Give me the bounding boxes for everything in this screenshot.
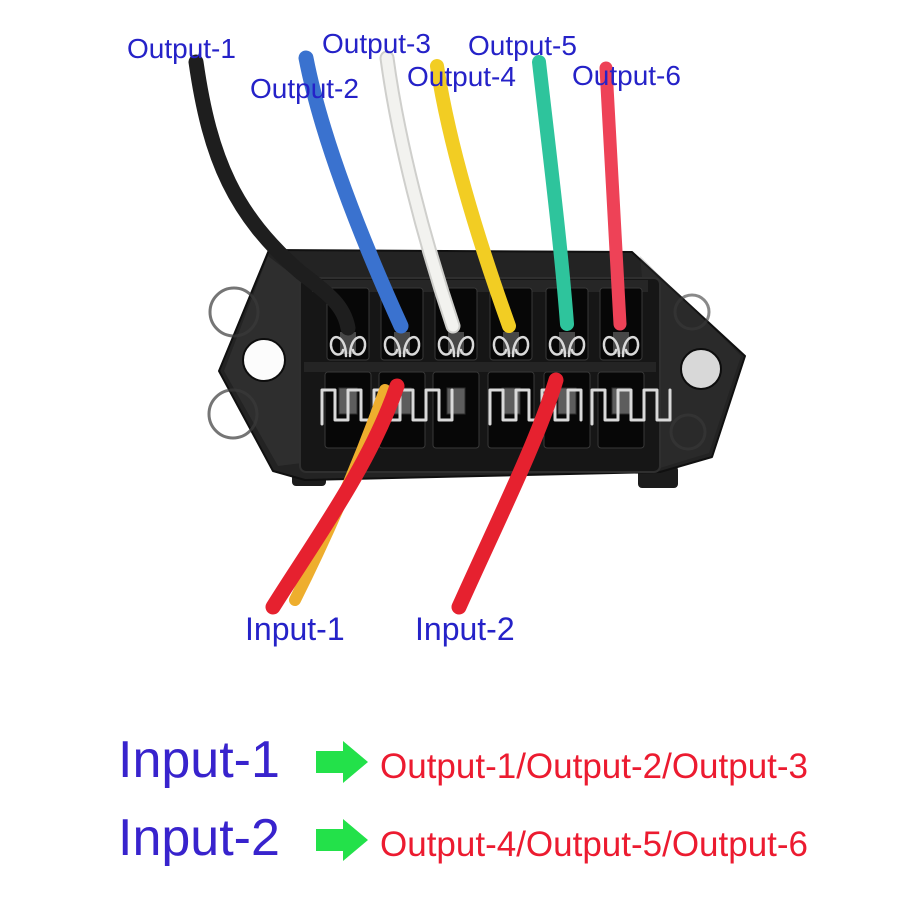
mold-ring bbox=[669, 413, 707, 451]
legend-outputs-1: Output-1/Output-2/Output-3 bbox=[380, 747, 809, 786]
label-output-1: Output-1 bbox=[127, 33, 236, 64]
legend-row-1: Input-1 Output-1/Output-2/Output-3 bbox=[118, 734, 808, 786]
wire-input-2-red bbox=[451, 372, 564, 615]
fuse-slots-and-links bbox=[320, 287, 672, 449]
mold-ring bbox=[673, 293, 711, 331]
wire-output-3-white bbox=[381, 52, 459, 332]
right-arrow-icon bbox=[316, 741, 368, 788]
label-input-2: Input-2 bbox=[415, 611, 515, 647]
mounting-hole-left bbox=[242, 338, 286, 382]
housing-mid-rib bbox=[304, 362, 656, 372]
legend-row-2: Input-2 Output-4/Output-5/Output-6 bbox=[118, 812, 808, 864]
label-output-4: Output-4 bbox=[407, 61, 516, 92]
right-arrow-icon bbox=[316, 819, 368, 866]
legend-input-1: Input-1 bbox=[118, 731, 280, 789]
wire-input-1-red bbox=[265, 378, 405, 615]
label-output-3: Output-3 bbox=[322, 28, 431, 59]
legend-outputs-2: Output-4/Output-5/Output-6 bbox=[380, 825, 809, 864]
mold-ring bbox=[208, 286, 260, 338]
label-input-1: Input-1 bbox=[245, 611, 345, 647]
wire-output-5-green bbox=[532, 55, 574, 331]
wire-output-6-red bbox=[599, 61, 627, 331]
label-output-2: Output-2 bbox=[250, 73, 359, 104]
fuse-terminal-clips bbox=[329, 335, 640, 358]
mold-ring bbox=[207, 388, 259, 440]
legend-input-2: Input-2 bbox=[118, 809, 280, 867]
wire-output-1-black bbox=[188, 54, 356, 336]
label-output-6: Output-6 bbox=[572, 60, 681, 91]
wire-output-4-yellow bbox=[430, 59, 516, 333]
mounting-hole-right bbox=[680, 348, 722, 390]
label-output-5: Output-5 bbox=[468, 30, 577, 61]
wire-output-2-blue bbox=[298, 50, 409, 334]
